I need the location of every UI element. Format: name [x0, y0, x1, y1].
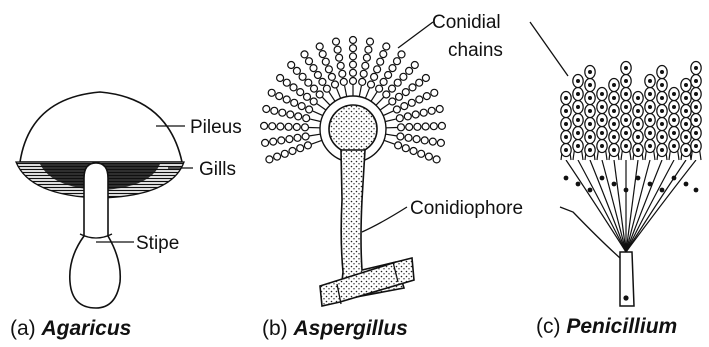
conidiophore-label: Conidiophore: [410, 198, 523, 219]
conidial-chain: [333, 38, 348, 99]
penicillium-conidial-chains: [561, 62, 701, 157]
conidial-chain: [657, 66, 667, 157]
aspergillus-vesicle: [329, 105, 377, 153]
agaricus-illustration: [16, 92, 184, 308]
conidial-chain: [621, 62, 631, 153]
aspergillus-hypha: [320, 258, 414, 306]
conidial-chain: [669, 88, 679, 153]
penicillium-illustration: [561, 62, 701, 307]
conidial-chain: [561, 92, 571, 157]
pileus-label: Pileus: [190, 117, 242, 138]
conidial-chain: [359, 38, 374, 99]
conidial-chains-pointer-2: [530, 22, 568, 76]
aspergillus-illustration: [261, 37, 446, 307]
conidial-chains-label-line2: chains: [448, 40, 503, 61]
conidial-chain: [383, 122, 445, 130]
conidial-chain: [261, 122, 323, 130]
conidial-chain: [633, 92, 643, 157]
conidial-chain: [383, 133, 445, 146]
caption-aspergillus: (b) Aspergillus: [262, 317, 408, 340]
conidial-chain: [382, 106, 443, 123]
conidial-chain: [585, 66, 595, 157]
gills-label: Gills: [199, 159, 236, 180]
conidial-chain: [350, 37, 357, 100]
caption-agaricus: (a) Agaricus: [10, 317, 131, 340]
conidial-chain: [262, 133, 324, 146]
conidial-chain: [609, 79, 619, 157]
conidial-chain: [681, 79, 691, 157]
pileus-shape: [20, 92, 182, 162]
conidial-chains-label-line1: Conidial: [432, 12, 501, 33]
stipe-label: Stipe: [136, 233, 179, 254]
penicillium-branches: [561, 140, 701, 252]
conidial-chain: [263, 106, 324, 123]
caption-penicillium: (c) Penicillium: [536, 315, 677, 338]
conidial-chain: [691, 62, 701, 153]
conidial-chain: [597, 88, 607, 153]
conidial-chains-pointer: [398, 22, 433, 48]
conidial-chain: [573, 75, 583, 153]
conidial-chain: [645, 75, 655, 153]
